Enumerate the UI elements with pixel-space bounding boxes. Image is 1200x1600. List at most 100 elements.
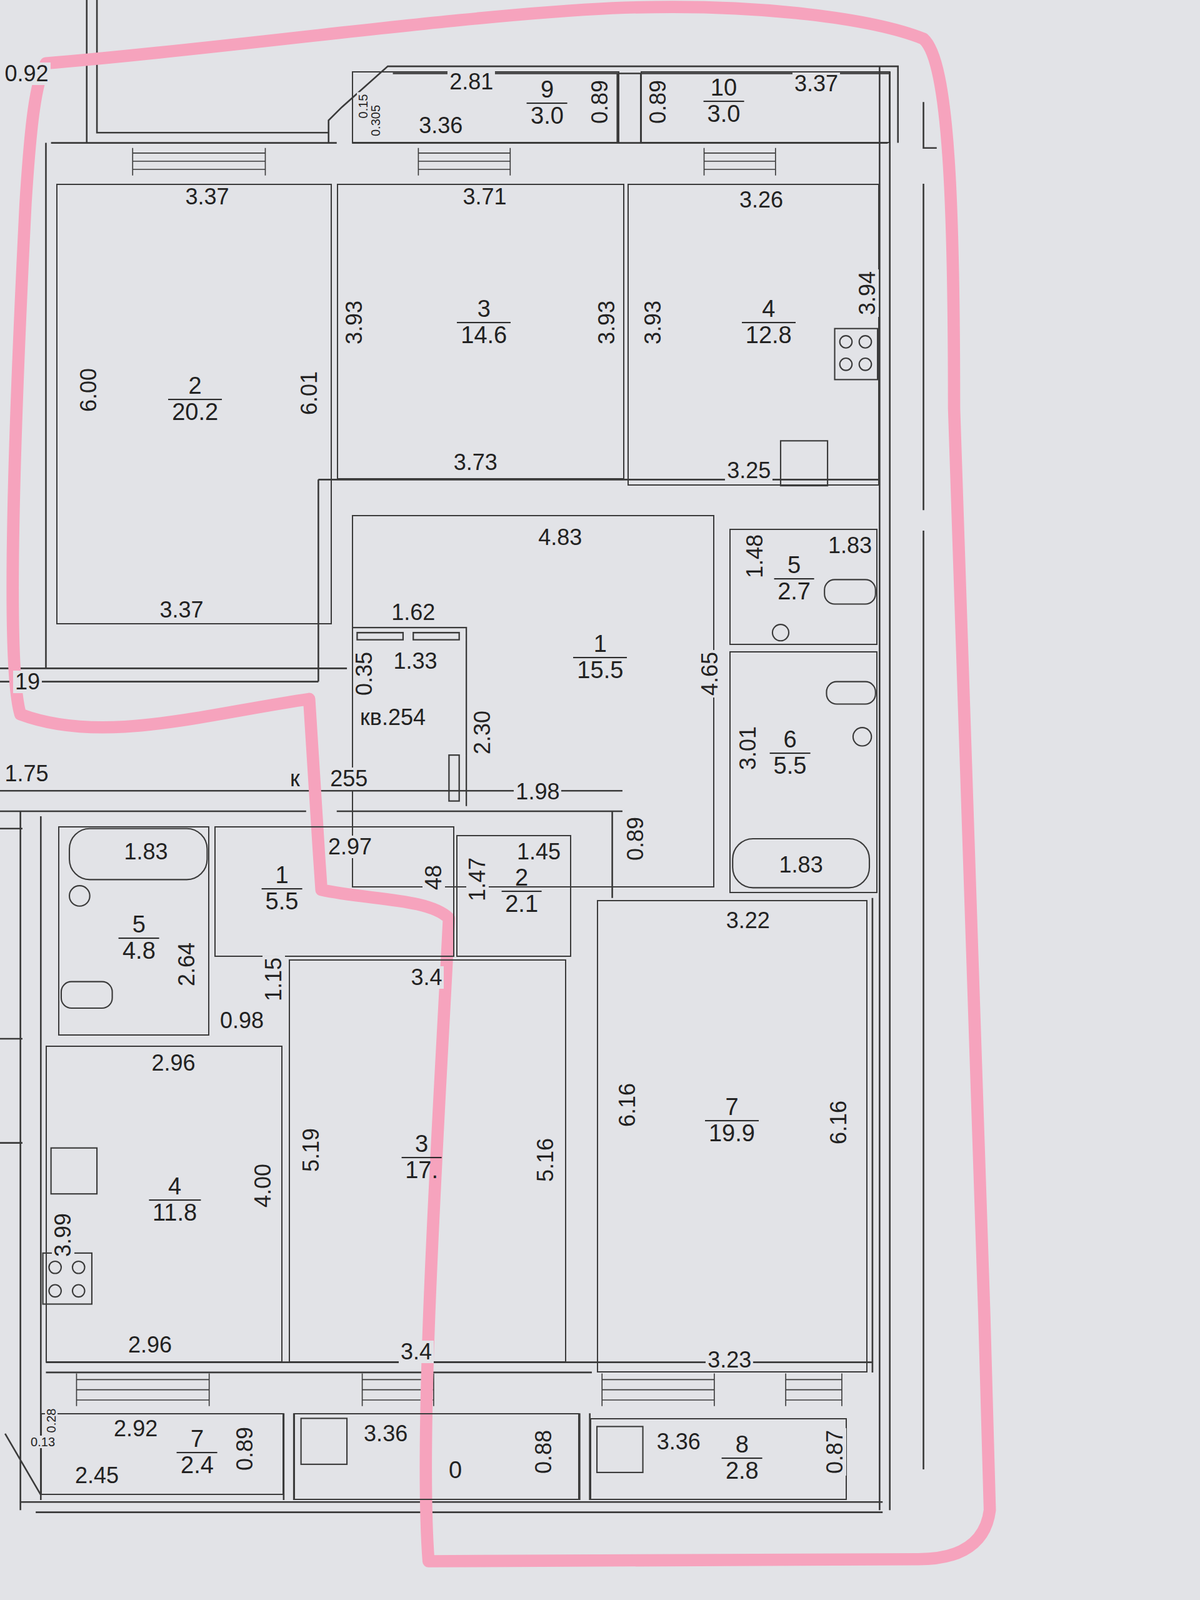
dimension-label: 0.15 xyxy=(356,91,370,120)
dimension-label: 2.64 xyxy=(175,940,199,989)
room-box: 103.0 xyxy=(640,71,890,143)
stove xyxy=(835,328,879,380)
room-number: 1 xyxy=(573,631,627,659)
burner xyxy=(48,1261,62,1274)
room-number: 3 xyxy=(401,1131,442,1159)
room-text: 719.9 xyxy=(705,1095,759,1147)
dimension-label: 6.16 xyxy=(616,1081,639,1129)
dimension-label: 5.19 xyxy=(300,1126,323,1174)
room-number: 6 xyxy=(770,727,811,754)
room-area: 3.0 xyxy=(703,101,744,127)
room-area: 12.8 xyxy=(741,323,796,349)
dimension-label: 0.89 xyxy=(646,78,670,126)
air-conditioner xyxy=(301,1418,347,1464)
dimension-label: 3.71 xyxy=(460,185,509,209)
room-number: 10 xyxy=(703,75,744,102)
dimension-label: 0.88 xyxy=(532,1428,555,1476)
room-box: 719.9 xyxy=(596,900,868,1373)
dimension-label: 1.83 xyxy=(826,534,874,557)
dimension-label: 6.16 xyxy=(827,1098,850,1147)
burner xyxy=(48,1285,62,1298)
pink-outline xyxy=(12,6,990,1562)
dimension-label: 3.93 xyxy=(595,298,619,347)
dimension-label: 3.23 xyxy=(705,1348,754,1372)
dimension-label: 3.73 xyxy=(451,451,500,474)
room-text: 412.8 xyxy=(741,296,796,349)
room-text: 103.0 xyxy=(703,75,744,127)
dimension-label: 1.47 xyxy=(466,855,489,904)
burner xyxy=(859,335,872,349)
room-area: 2.7 xyxy=(773,579,815,605)
room-area: 20.2 xyxy=(168,400,222,425)
room-area: 5.5 xyxy=(261,889,303,915)
room-number: 2 xyxy=(501,865,542,892)
dimension-label: 0.35 xyxy=(353,650,376,698)
toilet xyxy=(826,681,875,705)
room-text: 317. xyxy=(401,1131,442,1184)
room-text: 411.8 xyxy=(148,1174,201,1226)
room-area: 5.5 xyxy=(770,753,811,779)
room-area: 14.6 xyxy=(456,323,511,349)
room-number: 2 xyxy=(168,373,222,400)
room-box: 317. xyxy=(288,959,567,1363)
dimension-label: 4.83 xyxy=(536,526,584,549)
room-text: 314.6 xyxy=(456,296,511,349)
dimension-label: 1.83 xyxy=(121,840,170,864)
dimension-label: 2.45 xyxy=(73,1464,121,1487)
bathtub xyxy=(732,838,870,888)
dimension-label: 1.75 xyxy=(2,762,50,785)
stove xyxy=(43,1253,92,1305)
dimension-label: 0.98 xyxy=(218,1009,266,1032)
dimension-label: 2.97 xyxy=(326,835,374,859)
dimension-label: 1.98 xyxy=(513,780,562,804)
room-text: 220.2 xyxy=(168,373,222,425)
room-number: 9 xyxy=(526,77,568,104)
room-number: 7 xyxy=(176,1426,218,1454)
room-area: 11.8 xyxy=(148,1200,201,1226)
room-box: 82.8 xyxy=(590,1418,847,1500)
room-area: 2.8 xyxy=(721,1458,763,1484)
room-area: 19.9 xyxy=(705,1121,759,1147)
room-box: 411.8 xyxy=(45,1045,283,1362)
room-area: 15.5 xyxy=(573,658,627,684)
room-box: 314.6 xyxy=(336,183,625,480)
room-text: 115.5 xyxy=(573,631,627,684)
dimension-label: 3.36 xyxy=(655,1430,703,1454)
burner xyxy=(72,1261,85,1274)
room-area: 17. xyxy=(401,1158,442,1184)
dimension-label: 3.37 xyxy=(158,598,206,622)
room-text: 93.0 xyxy=(526,77,568,129)
toilet xyxy=(61,981,113,1009)
washbasin xyxy=(853,727,872,746)
dimension-label: 2.30 xyxy=(471,708,494,757)
washbasin xyxy=(772,624,789,641)
sink xyxy=(51,1148,97,1194)
room-text: 82.8 xyxy=(721,1433,763,1485)
room-area: 2.1 xyxy=(501,891,542,917)
room-text: 54.8 xyxy=(118,912,160,964)
bathtub xyxy=(69,828,207,880)
room-number: 5 xyxy=(118,912,160,939)
dimension-label: 3.22 xyxy=(724,909,772,932)
dimension-label: 4.65 xyxy=(698,650,722,698)
dimension-label: 1.15 xyxy=(262,955,285,1004)
dimension-label: 3.25 xyxy=(725,459,773,482)
room-number: 4 xyxy=(741,296,796,324)
dimension-label: 0.305 xyxy=(369,103,382,139)
dimension-label: 3.4 xyxy=(408,966,444,989)
room-text: 22.1 xyxy=(501,865,542,917)
room-number: 1 xyxy=(261,863,303,890)
burner xyxy=(859,358,872,371)
room-area: 3.0 xyxy=(526,103,568,129)
dimension-label: 3.37 xyxy=(183,185,231,209)
room-number: 3 xyxy=(456,296,511,324)
dimension-label: 0.13 xyxy=(28,1435,57,1449)
toilet xyxy=(824,579,876,604)
dimension-label: 0.28 xyxy=(45,1406,58,1435)
dimension-label: 3.93 xyxy=(641,298,665,347)
fixtures xyxy=(43,328,879,1473)
room-area: 2.4 xyxy=(176,1453,218,1479)
